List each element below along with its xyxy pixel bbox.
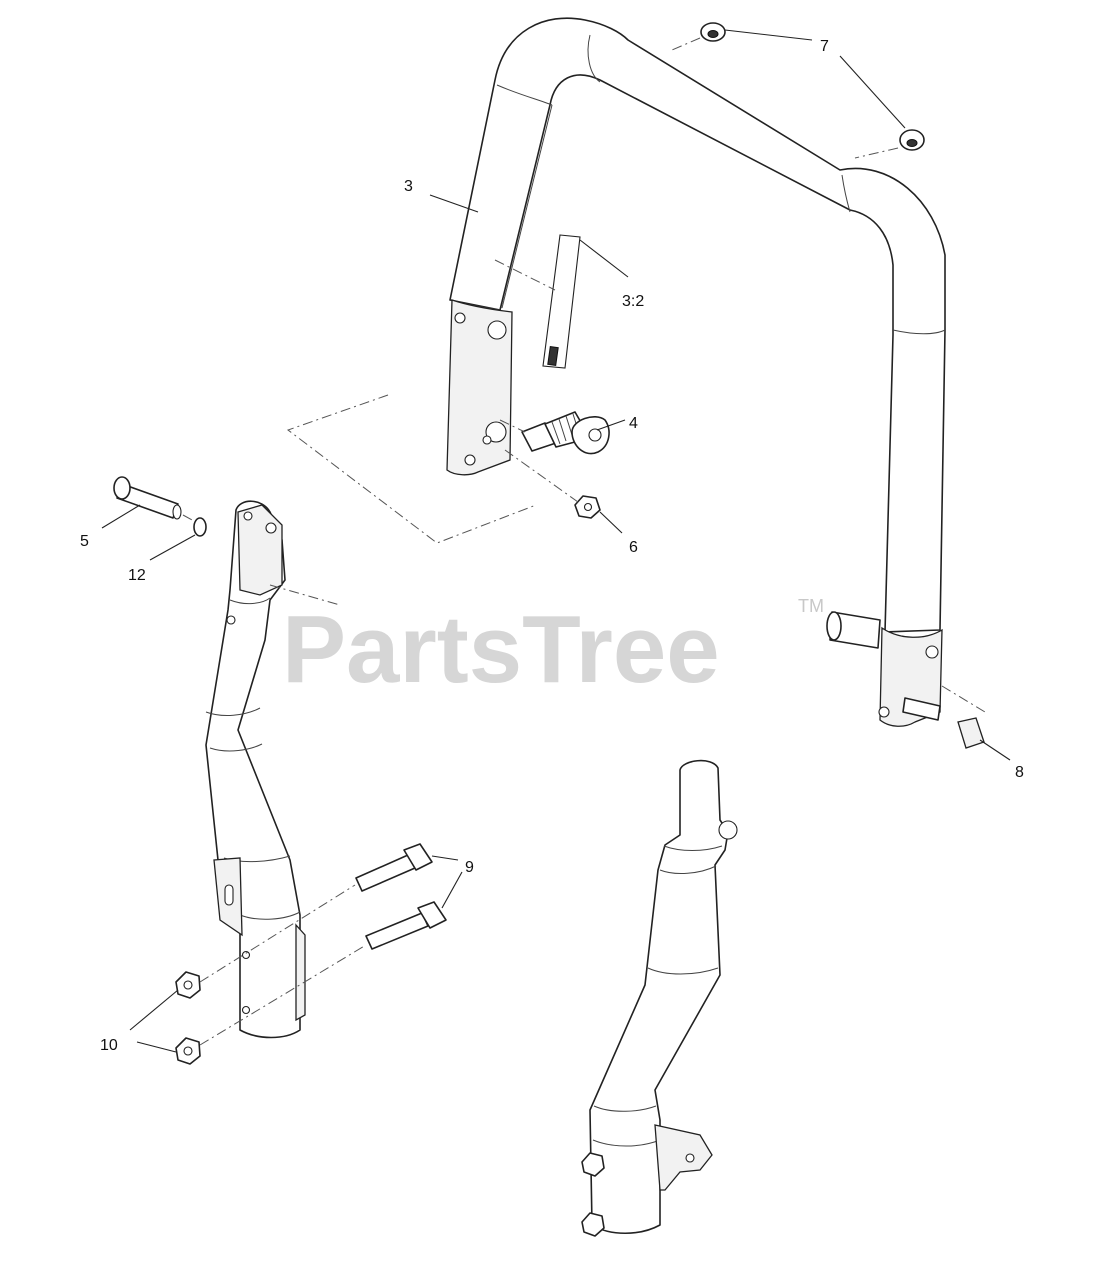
nut-lower-hole — [183, 1046, 193, 1056]
latch-pin-knob-cap — [588, 428, 602, 442]
roll-bar-seam-left-top — [496, 84, 553, 106]
alignment-plane — [286, 394, 537, 544]
decal-3-2-logo — [547, 345, 559, 367]
leader-10b — [136, 1041, 177, 1053]
callout-3: 3 — [404, 178, 413, 195]
callout-8: 8 — [1015, 764, 1024, 781]
left-leg-seam-2 — [205, 707, 261, 716]
plug-lower-alignment — [854, 147, 899, 159]
left-leg-bracket-slot — [224, 884, 234, 906]
plug-upper-alignment — [671, 37, 701, 51]
latch-pin-assembly — [521, 411, 610, 455]
leader-10a — [129, 989, 179, 1031]
callout-7: 7 — [820, 38, 829, 55]
pivot-bolt-assembly — [113, 476, 207, 537]
right-leg-seam-3 — [647, 967, 719, 975]
left-mount-boss-top — [487, 320, 507, 340]
bolts-part-9 — [355, 843, 447, 950]
callout-5: 5 — [80, 533, 89, 550]
leader-5 — [101, 504, 141, 529]
left-lower-rops-leg — [205, 500, 306, 1039]
right-mount-boss — [925, 645, 939, 659]
leader-9b — [441, 871, 463, 909]
left-leg-bolt-hole-upper — [241, 950, 251, 960]
callout-3-2: 3:2 — [622, 293, 644, 310]
roll-bar-tube — [449, 17, 946, 633]
bolt-lower-head — [417, 901, 447, 929]
left-mount-hole-bottom — [464, 454, 476, 466]
right-leg-seam-4 — [593, 1105, 657, 1112]
pivot-bolt-head — [113, 476, 131, 500]
leader-6 — [599, 511, 623, 534]
left-mount-hole-top — [454, 312, 466, 324]
leader-lines — [101, 29, 1011, 1053]
watermark-text: PartsTree — [282, 596, 720, 703]
right-pin-shaft — [902, 697, 941, 721]
callout-12: 12 — [128, 567, 146, 584]
bolt-lower-alignment — [199, 944, 367, 1046]
pivot-bolt-tip — [172, 504, 182, 520]
left-leg-seam-1 — [229, 597, 271, 605]
callout-10: 10 — [100, 1037, 118, 1054]
plug-upper-center — [707, 30, 719, 38]
plug-lower-center — [906, 139, 918, 147]
right-leg-bracket — [654, 1124, 713, 1191]
right-pin-alignment — [941, 685, 986, 713]
watermark: PartsTree TM — [282, 596, 824, 703]
right-leg-seam-1 — [663, 845, 723, 851]
roll-bar-seam-right — [892, 329, 946, 335]
roll-bar-seam-top-right — [841, 174, 851, 213]
left-leg-clevis-hole-top — [243, 511, 253, 521]
callout-9: 9 — [465, 859, 474, 876]
nut-6-alignment — [504, 449, 579, 503]
left-pivot-alignment — [269, 584, 341, 606]
latch-pin-alignment — [499, 419, 526, 433]
upper-roll-bar — [446, 17, 946, 727]
roll-bar-inner-edge — [501, 104, 553, 309]
left-leg-hole — [226, 615, 236, 625]
left-leg-bolt-hole-lower — [241, 1005, 251, 1015]
right-latch-pin — [826, 611, 986, 749]
leader-12 — [149, 534, 196, 561]
leader-3-2 — [579, 239, 629, 278]
right-lower-rops-leg — [581, 759, 738, 1237]
leader-8 — [979, 739, 1011, 761]
clip-part-12 — [193, 517, 207, 537]
callout-labels: 3 3:2 4 5 6 7 8 9 10 12 — [80, 38, 1024, 1054]
right-pin-knob — [957, 717, 985, 749]
leader-3 — [429, 194, 479, 213]
left-leg-side-plate — [295, 923, 306, 1022]
bolt-upper-shaft — [355, 854, 416, 892]
left-leg-seam-5 — [239, 911, 301, 920]
latch-pin-spring-coils — [551, 413, 581, 445]
left-mount-boss-bottom — [485, 421, 507, 443]
decal-3-2 — [542, 234, 581, 369]
roll-bar-seam-top-left — [587, 34, 601, 83]
left-leg-clevis-hole — [265, 522, 277, 534]
watermark-trademark: TM — [798, 596, 824, 616]
nut-part-6-hole — [583, 502, 593, 512]
leader-7b — [839, 55, 906, 129]
right-leg-clevis-boss — [718, 820, 738, 840]
leader-4 — [596, 419, 626, 431]
callout-4: 4 — [629, 415, 638, 432]
right-mount-hole — [878, 706, 890, 718]
right-leg-nut-upper — [581, 1152, 605, 1177]
bolt-lower-shaft — [365, 912, 429, 950]
bolt-upper-head — [403, 843, 433, 871]
callout-6: 6 — [629, 539, 638, 556]
right-pin-end — [826, 611, 842, 641]
nut-upper-hole — [183, 980, 193, 990]
right-leg-seam-5 — [592, 1139, 661, 1147]
right-leg-nut-lower — [581, 1212, 605, 1237]
right-leg-bracket-hole — [685, 1153, 695, 1163]
leader-7a — [724, 29, 813, 41]
leader-9a — [431, 855, 459, 861]
decal-alignment — [494, 259, 556, 291]
pivot-bolt-alignment — [182, 514, 195, 522]
right-leg-seam-2 — [659, 865, 717, 874]
left-mount-hole-mid — [482, 435, 492, 445]
left-leg-seam-3 — [209, 743, 263, 752]
